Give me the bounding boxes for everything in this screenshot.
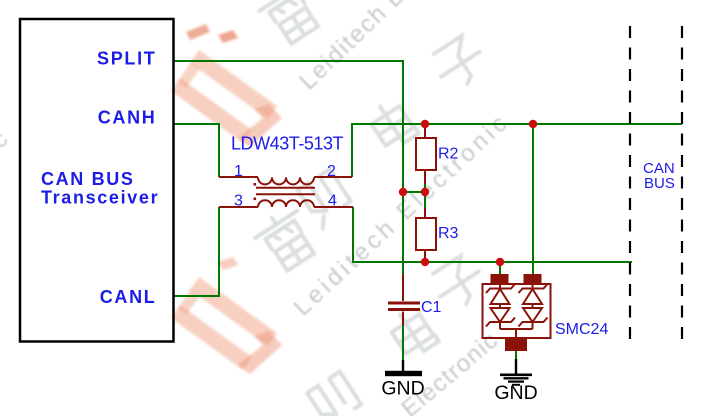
svg-text:CANH: CANH bbox=[98, 108, 157, 128]
svg-text:1: 1 bbox=[234, 163, 243, 180]
svg-text:SMC24: SMC24 bbox=[555, 321, 608, 338]
svg-text:R2: R2 bbox=[438, 146, 459, 163]
svg-text:CAN: CAN bbox=[643, 160, 675, 177]
svg-text:CANL: CANL bbox=[100, 287, 157, 307]
svg-text:SPLIT: SPLIT bbox=[97, 49, 157, 69]
svg-text:CAN BUS: CAN BUS bbox=[41, 169, 135, 189]
svg-text:BUS: BUS bbox=[644, 175, 675, 192]
svg-text:ic: ic bbox=[0, 377, 5, 411]
svg-text:onic: onic bbox=[0, 125, 15, 181]
svg-text:GND: GND bbox=[494, 382, 537, 404]
svg-text:GND: GND bbox=[381, 378, 424, 400]
svg-text:2: 2 bbox=[327, 163, 336, 180]
svg-text:3: 3 bbox=[234, 193, 243, 210]
svg-text:Transceiver: Transceiver bbox=[41, 188, 159, 208]
svg-text:Leiditech Electronic: Leiditech Electronic bbox=[294, 0, 485, 95]
svg-text:R3: R3 bbox=[438, 225, 459, 242]
svg-text:4: 4 bbox=[328, 193, 337, 210]
svg-text:C1: C1 bbox=[421, 299, 442, 316]
svg-text:LDW43T-513T: LDW43T-513T bbox=[231, 134, 344, 154]
